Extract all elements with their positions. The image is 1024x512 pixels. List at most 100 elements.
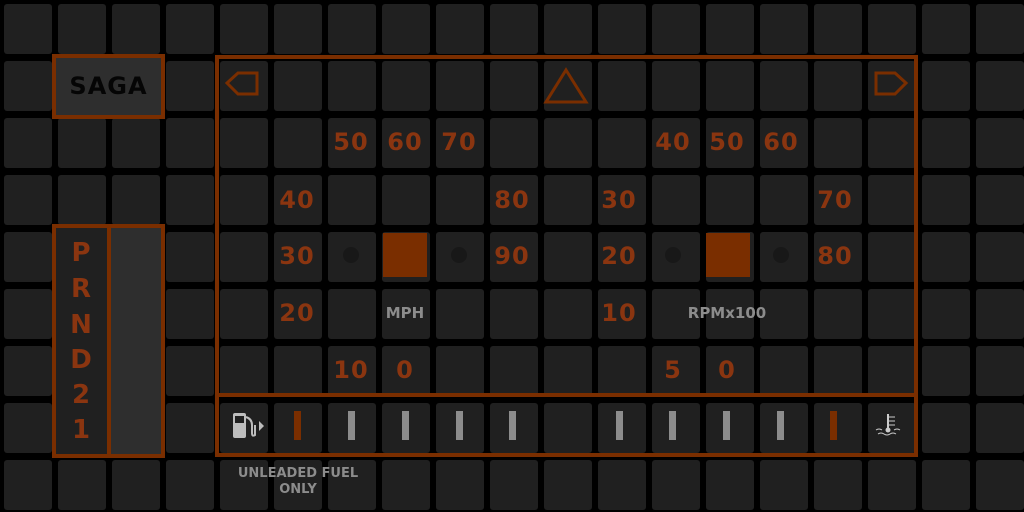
- grid-cell: [652, 175, 700, 225]
- grid-cell: [274, 118, 322, 168]
- grid-cell: [814, 175, 862, 225]
- grid-cell: [4, 403, 52, 453]
- grid-cell: [274, 289, 322, 339]
- grid-cell: [166, 61, 214, 111]
- grid-cell: [490, 232, 538, 282]
- grid-cell: [868, 232, 916, 282]
- speed-tick: 90: [494, 242, 530, 270]
- grid-cell: [220, 346, 268, 396]
- grid-cell: [598, 346, 646, 396]
- grid-cell: [652, 4, 700, 54]
- grid-cell: [274, 4, 322, 54]
- grid-cell: [868, 175, 916, 225]
- grid-cell: [58, 460, 106, 510]
- grid-cell: [976, 403, 1024, 453]
- grid-cell: [544, 460, 592, 510]
- grid-cell: [760, 4, 808, 54]
- grid-cell: [436, 175, 484, 225]
- grid-cell: [436, 346, 484, 396]
- grid-cell: [112, 4, 160, 54]
- grid-cell: [4, 346, 52, 396]
- grid-cell: [166, 289, 214, 339]
- grid-cell: [598, 232, 646, 282]
- gear-indicator-track: [107, 224, 165, 458]
- grid-cell: [166, 118, 214, 168]
- speed-tick: 20: [279, 299, 315, 327]
- temp-bar: [723, 411, 730, 440]
- grid-cell: [814, 403, 862, 453]
- rpm-tick: 40: [655, 128, 691, 156]
- grid-cell: [814, 289, 862, 339]
- hazard-warning-icon: [543, 67, 589, 104]
- fuel-bar: [509, 411, 516, 440]
- grid-cell: [58, 4, 106, 54]
- grid-cell: [976, 61, 1024, 111]
- grid-cell: [706, 289, 754, 339]
- grid-cell: [976, 118, 1024, 168]
- grid-cell: [922, 118, 970, 168]
- gear-p: P: [71, 238, 91, 268]
- grid-cell: [706, 460, 754, 510]
- grid-cell: [814, 118, 862, 168]
- fuel-bar: [402, 411, 409, 440]
- grid-cell: [490, 460, 538, 510]
- grid-cell: [436, 61, 484, 111]
- right-turn-signal-icon: [874, 71, 909, 96]
- grid-cell: [4, 118, 52, 168]
- temp-bar-active: [830, 411, 837, 440]
- rpm-unit-label: RPMx100: [687, 304, 767, 322]
- grid-cell: [706, 118, 754, 168]
- grid-cell: [490, 61, 538, 111]
- grid-cell: [274, 232, 322, 282]
- grid-cell: [382, 175, 430, 225]
- grid-cell: [382, 4, 430, 54]
- grid-cell: [490, 118, 538, 168]
- grid-cell: [814, 346, 862, 396]
- grid-cell: [814, 232, 862, 282]
- gear-r: R: [70, 274, 92, 304]
- grid-cell: [544, 232, 592, 282]
- grid-cell: [922, 460, 970, 510]
- grid-cell: [112, 118, 160, 168]
- grid-cell: [328, 460, 376, 510]
- speed-tick: 80: [494, 186, 530, 214]
- rpm-tick: 20: [601, 242, 637, 270]
- grid-cell: [652, 289, 700, 339]
- grid-cell: [598, 61, 646, 111]
- grid-cell: [976, 4, 1024, 54]
- speed-unit-label: MPH: [385, 304, 425, 322]
- grid-cell: [976, 346, 1024, 396]
- grid-cell: [328, 346, 376, 396]
- brand-label: SAGA: [69, 72, 148, 100]
- fuel-bar: [348, 411, 355, 440]
- grid-cell: [868, 118, 916, 168]
- grid-cell: [706, 61, 754, 111]
- grid-cell: [490, 4, 538, 54]
- grid-cell: [436, 4, 484, 54]
- grid-cell: [706, 403, 754, 453]
- grid-cell: [598, 289, 646, 339]
- grid-cell: [814, 4, 862, 54]
- instrument-cluster: [215, 55, 918, 457]
- grid-cell: [544, 289, 592, 339]
- grid-cell: [706, 4, 754, 54]
- speed-tick: 10: [333, 356, 369, 384]
- grid-cell: [706, 346, 754, 396]
- grid-cell: [112, 175, 160, 225]
- speed-needle-hub: [383, 233, 427, 277]
- rpm-tick: 30: [601, 186, 637, 214]
- rpm-tick: 60: [763, 128, 799, 156]
- grid-cell: [868, 403, 916, 453]
- speed-tick: 0: [396, 356, 414, 384]
- temp-bar: [669, 411, 676, 440]
- left-turn-signal-icon: [224, 71, 259, 96]
- grid-cell: [868, 460, 916, 510]
- grid-cell: [922, 175, 970, 225]
- grid-cell: [4, 61, 52, 111]
- grid-cell: [328, 4, 376, 54]
- grid-cell: [274, 346, 322, 396]
- grid-cell: [490, 175, 538, 225]
- gear-d: D: [70, 345, 92, 375]
- gear-selector: [52, 224, 111, 458]
- gear-1: 1: [71, 415, 91, 445]
